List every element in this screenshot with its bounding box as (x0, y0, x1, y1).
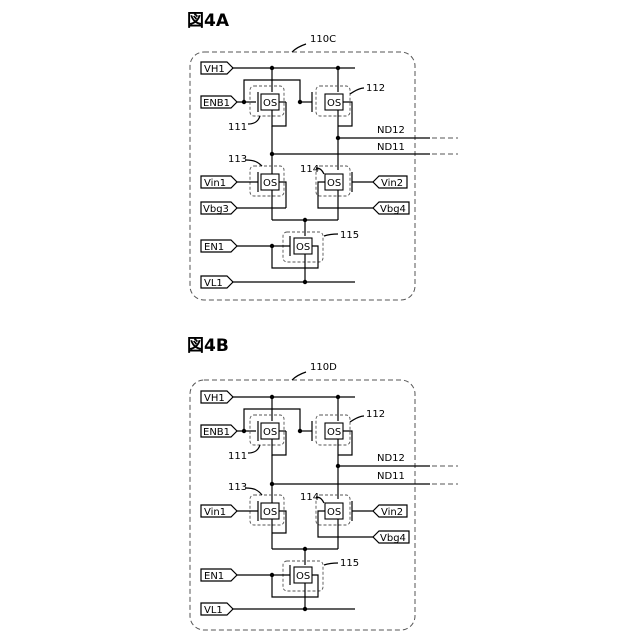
svg-text:Vbg3: Vbg3 (203, 204, 229, 215)
transistor-115: OS (237, 232, 323, 282)
transistor-114-label: 114 (300, 164, 319, 175)
pin-enb1: ENB1 (201, 96, 237, 109)
pin-en1: EN1 (201, 569, 237, 582)
transistor-113-label: 113 (228, 154, 247, 165)
circuit-label-leader (292, 372, 306, 380)
transistor-111: OS (250, 415, 286, 455)
transistor-111: OS (250, 86, 286, 126)
svg-text:Vbg4: Vbg4 (380, 533, 406, 544)
nd11-label: ND11 (377, 471, 405, 482)
svg-text:VH1: VH1 (204, 64, 225, 75)
pin-vin1: Vin1 (201, 176, 237, 189)
pin-vin2: Vin2 (373, 505, 407, 518)
os-label: OS (263, 98, 277, 109)
svg-text:Vin2: Vin2 (381, 507, 403, 518)
os-label: OS (327, 98, 341, 109)
transistor-115-label: 115 (340, 558, 359, 569)
pin-en1: EN1 (201, 240, 237, 253)
svg-text:Vin1: Vin1 (204, 507, 226, 518)
figure-title: 図4B (187, 336, 229, 356)
transistor-115: OS (237, 561, 323, 609)
figure-title: 図4A (187, 11, 230, 31)
transistor-112: OS (298, 86, 352, 138)
pin-vbg3: Vbg3 (201, 202, 237, 215)
pin-vin2: Vin2 (373, 176, 407, 189)
svg-text:EN1: EN1 (204, 242, 224, 253)
pin-vl1: VL1 (201, 603, 233, 616)
transistor-111-label: 111 (228, 451, 247, 462)
circuit-label: 110C (310, 34, 336, 45)
pin-vbg4: Vbg4 (373, 531, 409, 544)
node-lines: ND12 ND11 (270, 453, 458, 499)
node-lines: ND12 ND11 (270, 125, 458, 170)
os-label: OS (327, 427, 341, 438)
svg-text:VH1: VH1 (204, 393, 225, 404)
svg-text:VL1: VL1 (204, 605, 223, 616)
transistor-113-label: 113 (228, 482, 247, 493)
circuit-label: 110D (310, 362, 337, 373)
pin-vl1: VL1 (201, 276, 233, 289)
nd12-label: ND12 (377, 125, 405, 136)
transistor-112-label: 112 (366, 83, 385, 94)
circuit-label-leader (292, 44, 306, 52)
transistor-112-label: 112 (366, 409, 385, 420)
transistor-111-label: 111 (228, 122, 247, 133)
transistor-114: OS (316, 166, 373, 220)
nd11-label: ND11 (377, 142, 405, 153)
pin-vin1: Vin1 (201, 505, 237, 518)
nd12-label: ND12 (377, 453, 405, 464)
pin-enb1: ENB1 (201, 425, 237, 438)
svg-text:Vin2: Vin2 (381, 178, 403, 189)
os-label: OS (296, 571, 310, 582)
pin-vh1: VH1 (201, 391, 233, 404)
figure-4a: 図4A 110C OS 111 (187, 11, 458, 300)
svg-text:Vin1: Vin1 (204, 178, 226, 189)
os-label: OS (327, 178, 341, 189)
svg-text:Vbg4: Vbg4 (380, 204, 406, 215)
pin-vh1: VH1 (201, 62, 233, 75)
os-label: OS (263, 178, 277, 189)
os-label: OS (263, 507, 277, 518)
svg-text:VL1: VL1 (204, 278, 223, 289)
figure-4b: 図4B 110D OS 111 (187, 336, 458, 630)
svg-text:ENB1: ENB1 (203, 427, 230, 438)
svg-text:ENB1: ENB1 (203, 98, 230, 109)
os-label: OS (327, 507, 341, 518)
transistor-112: OS (298, 415, 352, 466)
svg-text:EN1: EN1 (204, 571, 224, 582)
os-label: OS (296, 242, 310, 253)
os-label: OS (263, 427, 277, 438)
pin-vbg4: Vbg4 (373, 202, 409, 215)
transistor-114: OS (316, 495, 373, 549)
transistor-115-label: 115 (340, 230, 359, 241)
